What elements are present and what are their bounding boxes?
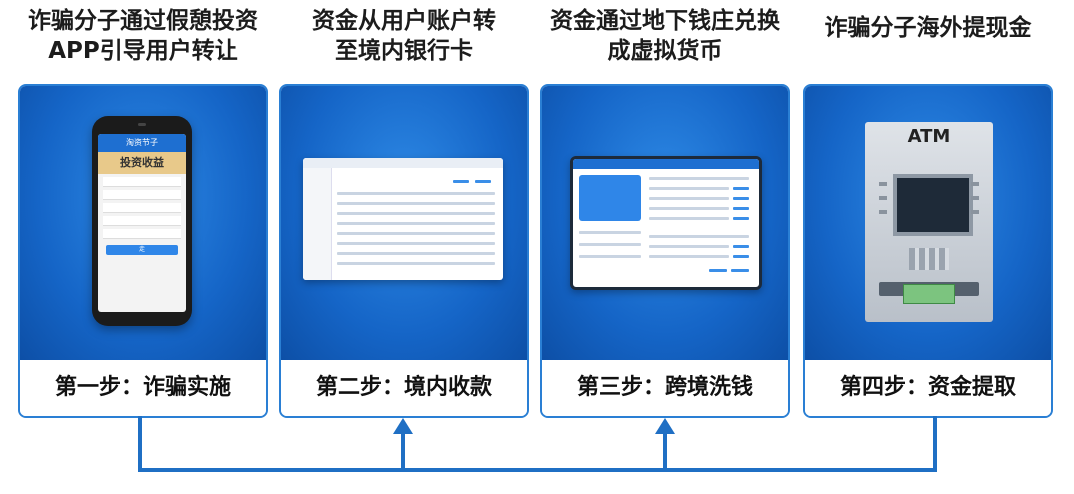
step-4-heading: 诈骗分子海外提现金 bbox=[824, 15, 1032, 41]
step-1-heading: 诈骗分子通过假憩投资 APP引导用户转让 bbox=[28, 8, 258, 64]
step-3-illustration bbox=[542, 86, 788, 360]
smartphone-icon: 淘资节子 投资收益 走 bbox=[92, 116, 192, 326]
step-2-illustration bbox=[281, 86, 527, 360]
step-4-card: ATM 第四步：资金提取 bbox=[803, 84, 1053, 418]
atm-label: ATM bbox=[907, 126, 951, 147]
step-2-caption: 第二步：境内收款 bbox=[281, 360, 527, 416]
arrow-up-icon bbox=[393, 418, 413, 434]
arrow-up-icon bbox=[655, 418, 675, 434]
step-3-heading: 资金通过地下钱庄兑换 成虚拟货币 bbox=[550, 8, 780, 64]
step-1-caption: 第一步：诈骗实施 bbox=[20, 360, 266, 416]
cash-icon bbox=[903, 284, 955, 304]
connector-line bbox=[138, 416, 937, 472]
phone-button: 走 bbox=[106, 245, 178, 255]
phone-app-title: 淘资节子 bbox=[98, 134, 186, 152]
step-3-card: 第三步：跨境洗钱 bbox=[540, 84, 790, 418]
atm-icon: ATM bbox=[865, 122, 993, 322]
phone-banner: 投资收益 bbox=[98, 152, 186, 174]
step-4-caption: 第四步：资金提取 bbox=[805, 360, 1051, 416]
step-4-illustration: ATM bbox=[805, 86, 1051, 360]
step-1-illustration: 淘资节子 投资收益 走 bbox=[20, 86, 266, 360]
step-1-card: 淘资节子 投资收益 走 第一步：诈骗实施 bbox=[18, 84, 268, 418]
step-3-caption: 第三步：跨境洗钱 bbox=[542, 360, 788, 416]
step-2-heading: 资金从用户账户转 至境内银行卡 bbox=[312, 8, 496, 64]
step-2-card: 第二步：境内收款 bbox=[279, 84, 529, 418]
tablet-screen-icon bbox=[570, 156, 762, 290]
laptop-screen-icon bbox=[303, 158, 503, 280]
